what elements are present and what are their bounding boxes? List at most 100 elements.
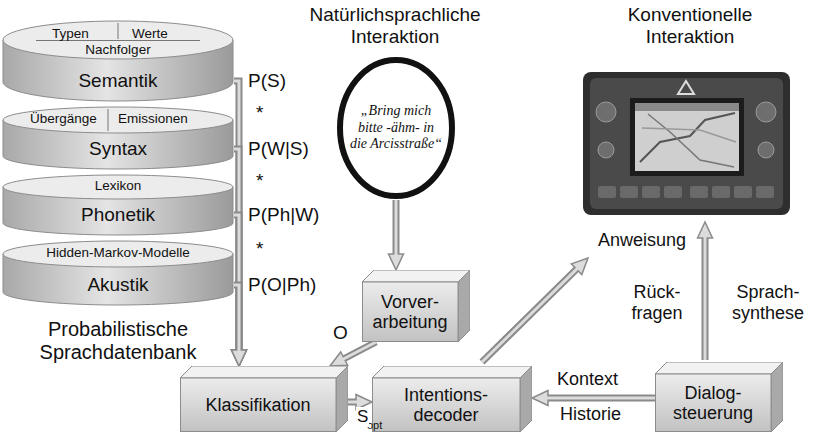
- button: [712, 186, 730, 198]
- screen: [635, 103, 739, 171]
- feedback-arrow: [705, 235, 706, 360]
- connector-fill: [395, 200, 398, 257]
- connector-outline: [393, 200, 400, 257]
- section-heading: Natürlichsprachliche Interaktion: [275, 4, 515, 48]
- cube-front: [181, 378, 337, 432]
- screen-bezel: [630, 98, 744, 176]
- database-cylinder: LexikonPhonetik: [2, 174, 234, 236]
- cube-top: [372, 366, 532, 378]
- multiply-sign: *: [256, 170, 263, 192]
- arrow-fill: [482, 267, 579, 362]
- database-field: Emissionen: [118, 111, 188, 127]
- knob: [598, 142, 614, 158]
- database-name: Semantik: [2, 70, 234, 92]
- connector-outline: [348, 399, 359, 406]
- connector-outline: [234, 81, 239, 353]
- connector: [342, 342, 377, 360]
- process-box: Intentions- decoder: [372, 366, 532, 432]
- database-cylinder: TypenWerteNachfolgerSemantik: [2, 20, 234, 102]
- connector: [545, 398, 655, 399]
- cube-side: [336, 366, 348, 432]
- cylinder-top: [3, 241, 233, 267]
- connector: [234, 149, 239, 353]
- database-caption: Probabilistische Sprachdatenbank: [20, 318, 216, 364]
- speech-bubble: „Bring mich bitte -ähm- in die Arcisstra…: [336, 56, 456, 200]
- button: [620, 186, 638, 198]
- instruction-arrow: [482, 267, 579, 362]
- connector-fill: [234, 215, 239, 353]
- button: [664, 186, 682, 198]
- database-field: Hidden-Markov-Modelle: [2, 245, 234, 261]
- arrow-outline: [482, 267, 579, 362]
- hazard-button: [678, 81, 694, 94]
- process-box: Klassifikation: [180, 366, 348, 432]
- arrow-label: Historie: [560, 404, 621, 425]
- connector-fill: [545, 397, 655, 400]
- connector-label: S: [356, 407, 369, 427]
- process-label: Intentions- decoder: [377, 385, 515, 425]
- cylinder-top: [3, 175, 233, 199]
- process-box: Dialog- steuerung: [655, 362, 783, 432]
- arrow-label: Sprach- synthese: [718, 282, 818, 323]
- database-field: Übergänge: [30, 111, 97, 127]
- connector-outline: [342, 342, 377, 360]
- connector-fill: [342, 342, 377, 360]
- map-road: [642, 128, 736, 142]
- button: [734, 186, 752, 198]
- cube-side: [520, 366, 532, 432]
- cube-front: [373, 378, 521, 432]
- database-cylinder: Hidden-Markov-ModelleAkustik: [2, 240, 234, 306]
- process-label: Klassifikation: [205, 395, 310, 415]
- knob: [756, 102, 776, 122]
- cube-side: [458, 270, 470, 342]
- database-field: Typen: [52, 26, 89, 42]
- button: [690, 186, 708, 198]
- database-cylinder: Übergänge EmissionenSyntax: [2, 106, 234, 170]
- process-label: Dialog- steuerung: [660, 383, 766, 423]
- divider-line: [108, 109, 109, 131]
- multiply-sign: *: [256, 102, 263, 124]
- formula-term: P(W|S): [248, 138, 309, 160]
- map-road: [640, 113, 735, 162]
- unit-panel: [590, 78, 783, 209]
- connector-fill: [234, 285, 239, 353]
- process-label: Vorver- arbeitung: [367, 292, 453, 332]
- connector-fill: [348, 401, 359, 404]
- button: [642, 186, 660, 198]
- cube-top: [362, 270, 470, 282]
- database-name: Phonetik: [2, 204, 234, 226]
- cylinder-top: [3, 21, 233, 59]
- connector-outline: [234, 215, 239, 353]
- formula-term: P(O|Ph): [248, 274, 316, 296]
- database-name: Akustik: [2, 274, 234, 296]
- button: [598, 186, 616, 198]
- knob: [596, 102, 616, 122]
- speech-text: „Bring mich bitte -ähm- in die Arcisstra…: [349, 103, 443, 153]
- database-field: Werte: [132, 26, 168, 42]
- button: [756, 186, 774, 198]
- arrow-outline: [702, 235, 709, 360]
- connector: [234, 285, 239, 353]
- arrow-label: Anweisung: [598, 230, 686, 251]
- screen-header: [635, 103, 739, 111]
- multiply-sign: *: [256, 238, 263, 260]
- divider-line: [118, 23, 119, 39]
- process-box: Vorver- arbeitung: [362, 270, 470, 342]
- connector-fill: [234, 81, 239, 353]
- cube-front: [656, 374, 772, 432]
- unit-housing: [583, 72, 790, 215]
- cylinder-top: [3, 107, 233, 133]
- cube-side: [771, 362, 783, 432]
- connector-fill: [234, 149, 239, 353]
- connector-outline: [234, 285, 239, 353]
- formula-term: P(Ph|W): [248, 204, 319, 226]
- cube-front: [363, 282, 459, 342]
- database-field: Lexikon: [2, 178, 234, 194]
- connector: [348, 402, 359, 403]
- arrow-label: Rück- fragen: [626, 282, 688, 323]
- database-name: Syntax: [2, 138, 234, 160]
- map-road: [648, 114, 734, 167]
- connector-label: Kontext: [556, 369, 619, 390]
- car-navigation-unit: [583, 72, 790, 215]
